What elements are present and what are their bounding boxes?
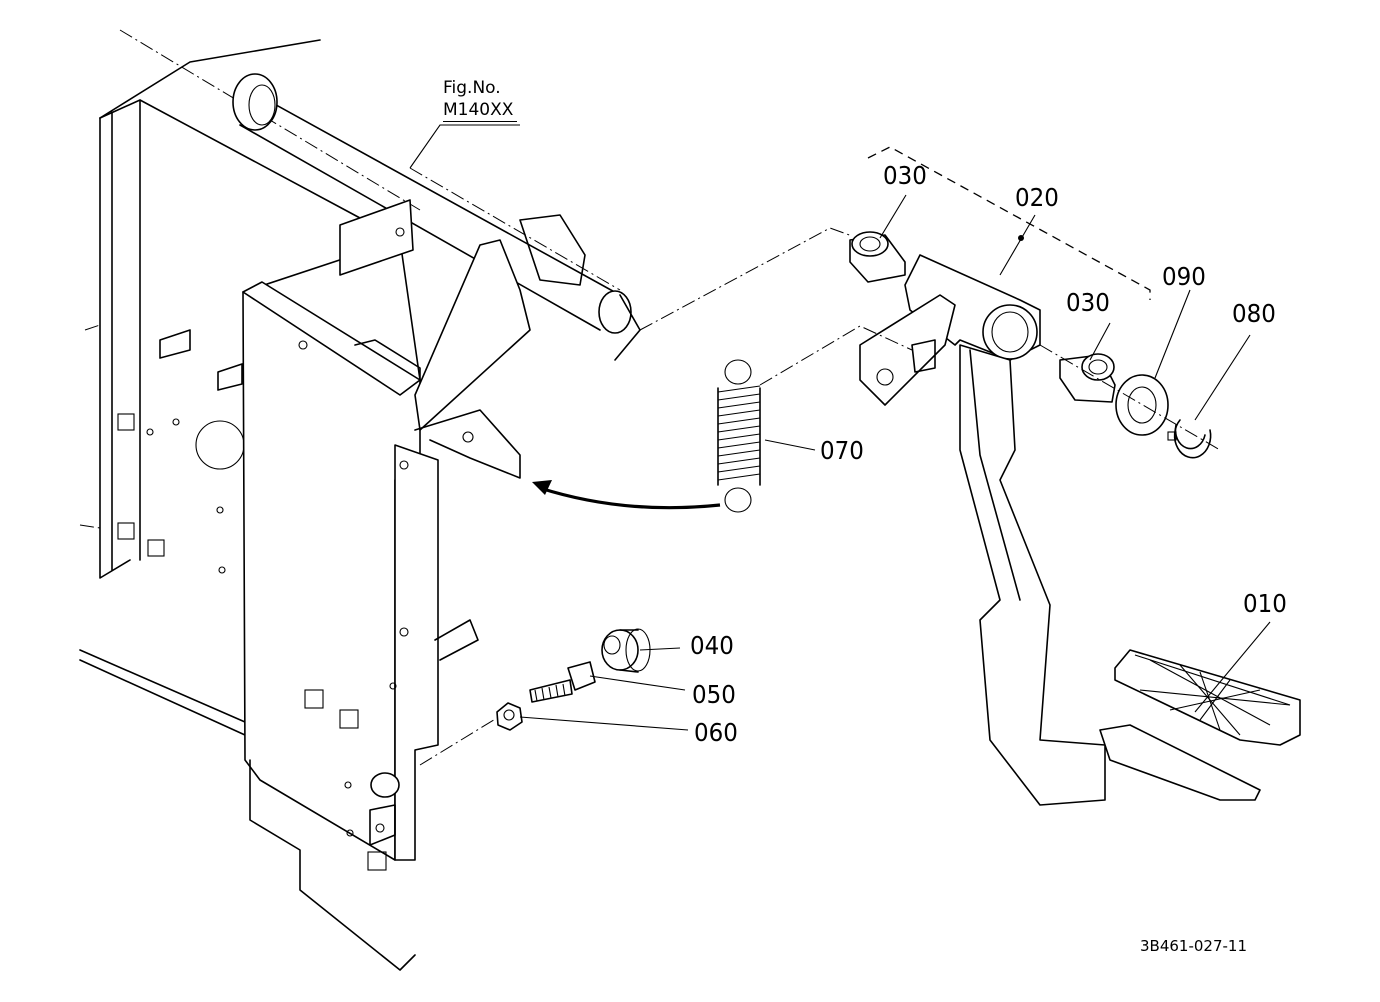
spring-arrow	[539, 486, 721, 510]
stopper-nut	[496, 702, 523, 731]
pedal-pad	[1099, 649, 1301, 801]
cross-shaft	[232, 73, 641, 361]
stopper-collar	[601, 628, 651, 673]
callout-050: 050	[692, 680, 736, 709]
callout-030-top: 030	[883, 161, 927, 190]
pedal-arm	[859, 254, 1106, 806]
figure-ref: Fig.No. M140XX	[443, 77, 518, 122]
callout-040: 040	[690, 631, 734, 660]
washer	[1115, 374, 1169, 436]
mounting-bracket	[242, 199, 586, 971]
bushing-bottom	[1059, 353, 1116, 403]
frame-background	[79, 29, 421, 736]
snap-ring	[1167, 419, 1212, 459]
leader-lines	[419, 194, 1271, 766]
drawing-code: 3B461-027-11	[1140, 937, 1248, 955]
arrow-head	[532, 480, 552, 495]
callout-070: 070	[820, 436, 864, 465]
callout-060: 060	[694, 718, 738, 747]
fig-leader	[409, 124, 520, 169]
figure-ref-label: Fig.No.	[443, 78, 501, 98]
callout-090: 090	[1162, 262, 1206, 291]
stopper-bolt	[529, 661, 596, 703]
return-spring	[717, 359, 761, 513]
assembly-bracket	[867, 146, 1151, 300]
figure-ref-number: M140XX	[443, 99, 518, 122]
callout-020: 020	[1015, 183, 1059, 212]
callout-030-bottom: 030	[1066, 288, 1110, 317]
callout-010: 010	[1243, 589, 1287, 618]
callout-080: 080	[1232, 299, 1276, 328]
bushing-top	[849, 231, 906, 283]
